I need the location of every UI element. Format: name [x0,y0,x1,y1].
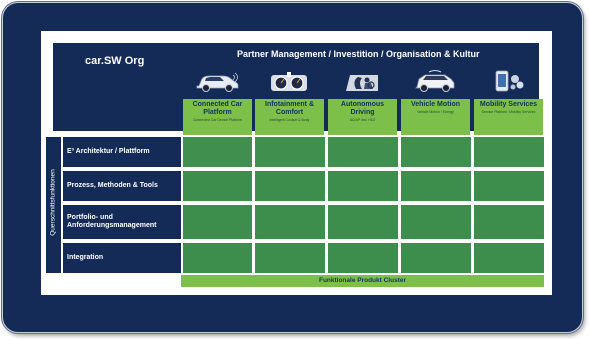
matrix-cell [328,205,398,239]
column-header-autonomous-driving: Autonomous Driving AD/AP incl. HD2 [328,99,397,135]
matrix-cell [474,205,544,239]
column-title: Mobility Services [479,101,538,108]
column-subtitle: Intelligent Cockpit & Body [269,118,310,122]
column-subtitle: Service Platform, Mobility Services [481,110,536,114]
matrix-cell [474,171,544,201]
matrix-cell [255,137,325,167]
matrix-cell [401,171,471,201]
car-icon [187,67,247,95]
cockpit-icon [259,67,319,95]
slide-frame: car.SW Org Partner Management / Investit… [2,2,583,333]
column-header-mobility-services: Mobility Services Service Platform, Mobi… [474,99,543,135]
column-title: Autonomous Driving [340,101,385,116]
column-header-connected-car: Connected Car Platform Connected Car Dev… [183,99,252,135]
row-label-integration: Integration [63,243,181,273]
column-subtitle: Vehicle Motion / Energy [417,110,454,114]
driver-seat-icon [332,67,392,95]
matrix-cell [183,205,252,239]
cross-functions-label: Querschnittsfunktionen [49,169,57,236]
matrix-cell [401,137,471,167]
matrix-cell [255,205,325,239]
matrix-cell [255,171,325,201]
column-header-infotainment: Infotainment & Comfort Intelligent Cockp… [255,99,324,135]
matrix-cell [183,137,252,167]
matrix-cell [328,137,398,167]
partner-title: Partner Management / Investition / Organ… [237,49,480,59]
column-title: Vehicle Motion [410,101,460,108]
matrix-cell [328,243,398,273]
phone-apps-icon [478,67,538,95]
column-header-vehicle-motion: Vehicle Motion Vehicle Motion / Energy [401,99,470,135]
matrix-cell [474,243,544,273]
row-label-process: Prozess, Methoden & Tools [63,171,181,201]
org-title: car.SW Org [85,55,145,67]
org-chart-slide: car.SW Org Partner Management / Investit… [41,31,552,295]
matrix-cell [328,171,398,201]
matrix-cell [401,243,471,273]
matrix-cell [183,243,252,273]
column-subtitle: AD/AP incl. HD2 [349,118,376,122]
column-title: Connected Car Platform [192,101,243,116]
matrix-cell [401,205,471,239]
column-subtitle: Connected Car Device Platform [192,118,243,122]
matrix-cell [183,171,252,201]
matrix-cell [255,243,325,273]
row-label-architecture: E³ Architektur / Plattform [63,137,181,167]
column-title: Infotainment & Comfort [265,101,314,116]
row-label-portfolio: Portfolio- und Anforderungsmanagement [63,205,181,239]
matrix-cell [474,137,544,167]
product-cluster-bar: Funktionale Produkt Cluster [181,275,544,287]
suv-icon [405,67,465,95]
cross-functions-bar: Querschnittsfunktionen [46,137,61,273]
